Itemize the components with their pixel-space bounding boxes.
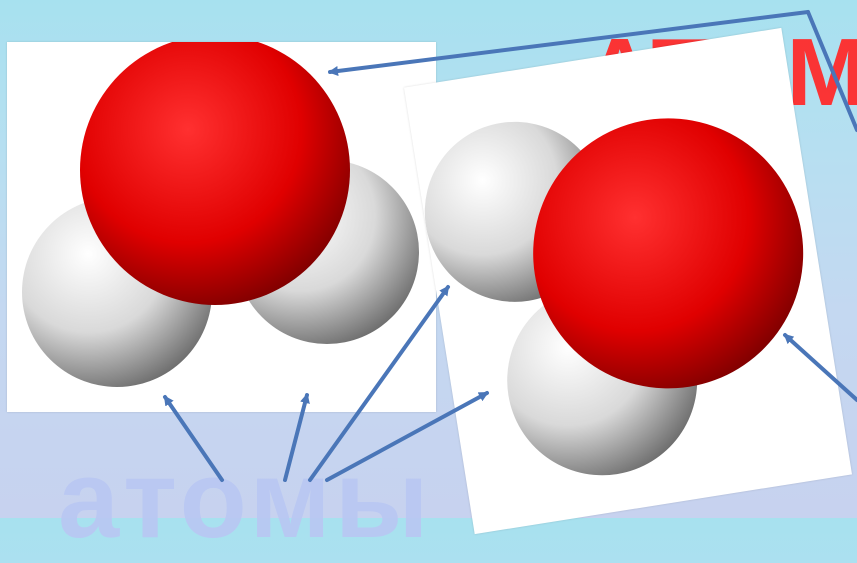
water-molecule-right-image <box>403 27 853 535</box>
water-molecule-left-image <box>7 42 436 412</box>
background-bottom-text: атомы <box>58 438 433 561</box>
oxygen-atom-left <box>80 42 350 305</box>
oxygen-atom-right <box>533 118 804 389</box>
slide: АТОМ атомы <box>7 10 857 561</box>
water-molecule-right-model <box>424 118 804 476</box>
water-molecule-left-model <box>22 42 419 387</box>
